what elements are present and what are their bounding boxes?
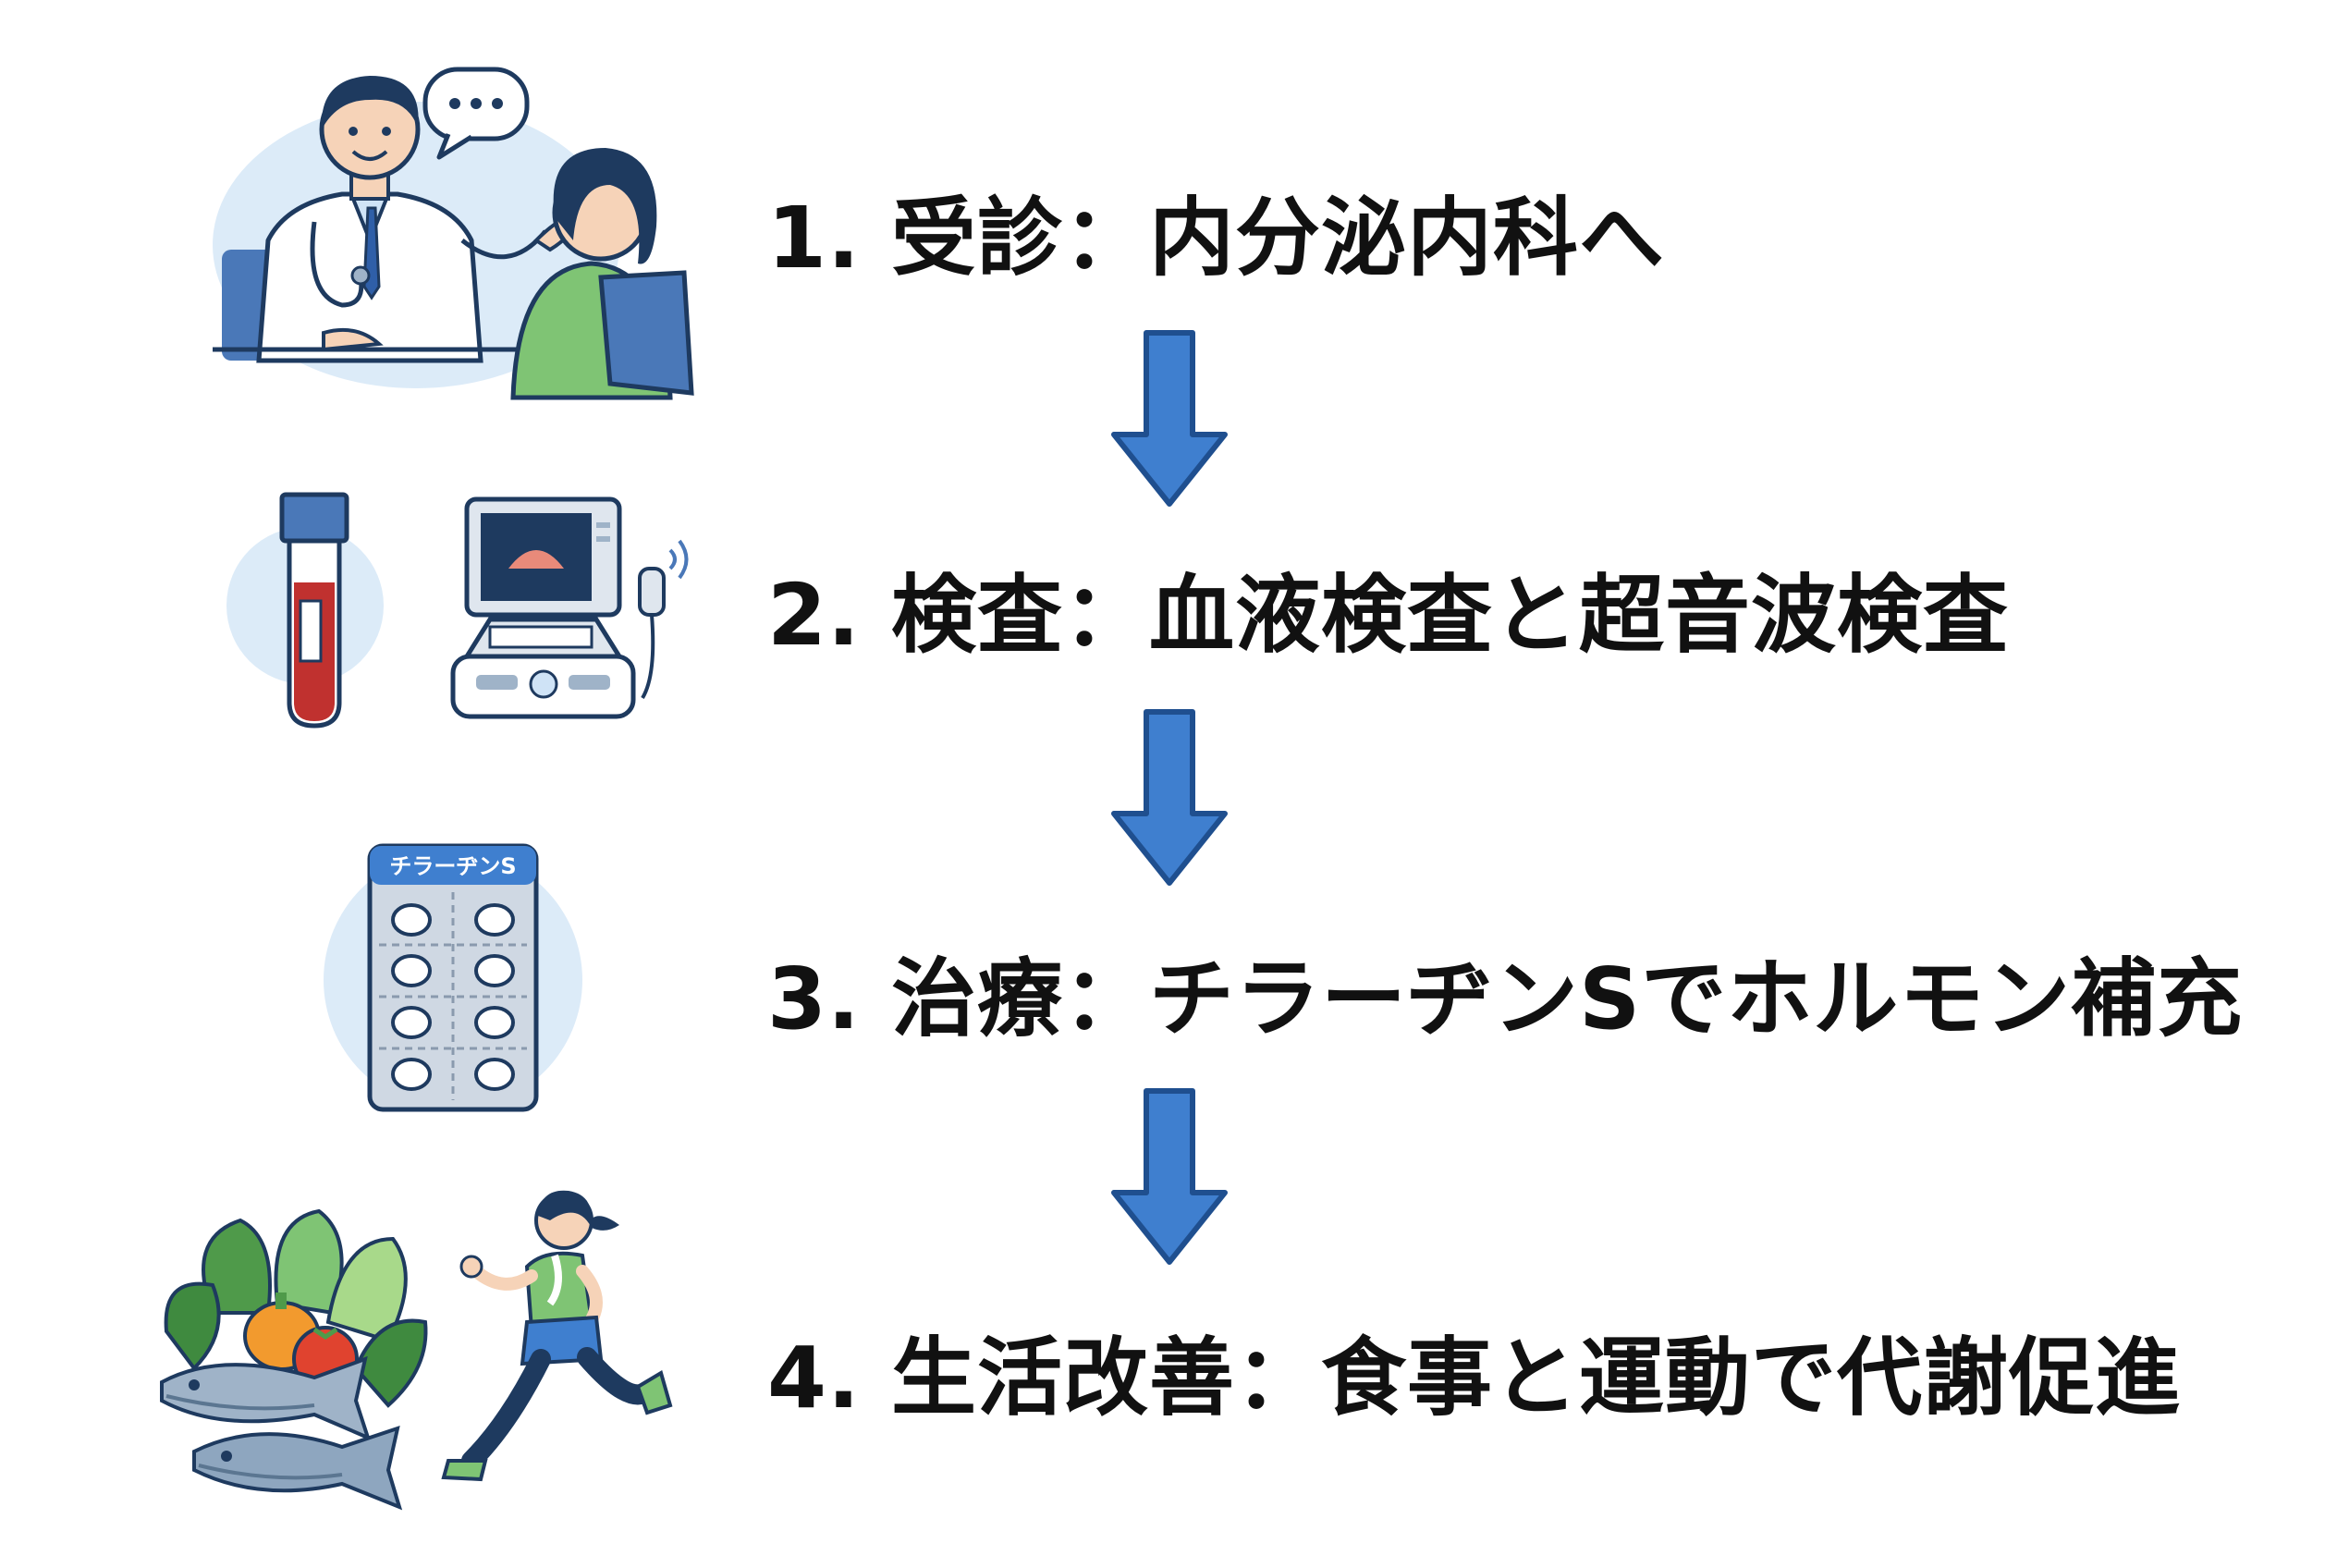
blood-test-tube-icon <box>226 492 384 729</box>
pill-pack-label: チラーヂンS <box>389 853 517 879</box>
step-2-label: 2. 検査：血液検査と超音波検査 <box>767 566 2009 665</box>
step-3-label: 3. 治療：チラーヂンSでホルモン補充 <box>767 949 2244 1048</box>
down-arrow-1 <box>1111 330 1228 507</box>
pill-blister-pack-icon: チラーヂンS <box>319 832 587 1119</box>
running-woman-icon <box>441 1190 673 1482</box>
doctor-icon <box>213 76 619 388</box>
down-arrow-3 <box>1111 1088 1228 1265</box>
consultation-illustration <box>213 67 694 400</box>
fish-icon <box>160 1355 403 1511</box>
step-4-label: 4. 生活改善：食事と運動で代謝促進 <box>767 1329 2181 1427</box>
ultrasound-machine-icon <box>450 496 689 719</box>
vegetables-icon <box>164 1208 428 1408</box>
down-arrow-2 <box>1111 709 1228 886</box>
tests-illustration <box>226 492 689 729</box>
speech-bubble-icon <box>422 67 530 160</box>
patient-icon <box>510 148 694 400</box>
lifestyle-illustration <box>160 1190 673 1511</box>
step-1-label: 1. 受診：内分泌内科へ <box>767 189 1665 288</box>
